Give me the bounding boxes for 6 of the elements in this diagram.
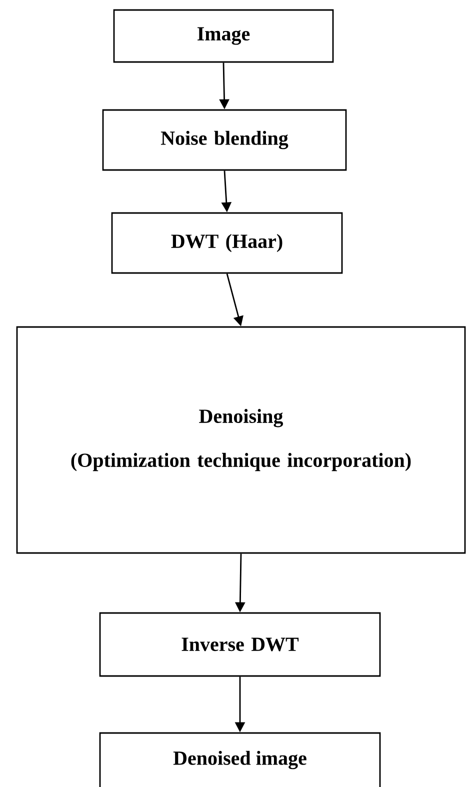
process-box: Denoising (Optimization technique incorporation) [16, 326, 466, 554]
process-box: DWT (Haar) [111, 212, 343, 274]
process-box: Denoised image [99, 732, 381, 787]
process-box: Image [113, 9, 334, 63]
process-box: Inverse DWT [99, 612, 381, 677]
process-box: Noise blending [102, 109, 347, 171]
